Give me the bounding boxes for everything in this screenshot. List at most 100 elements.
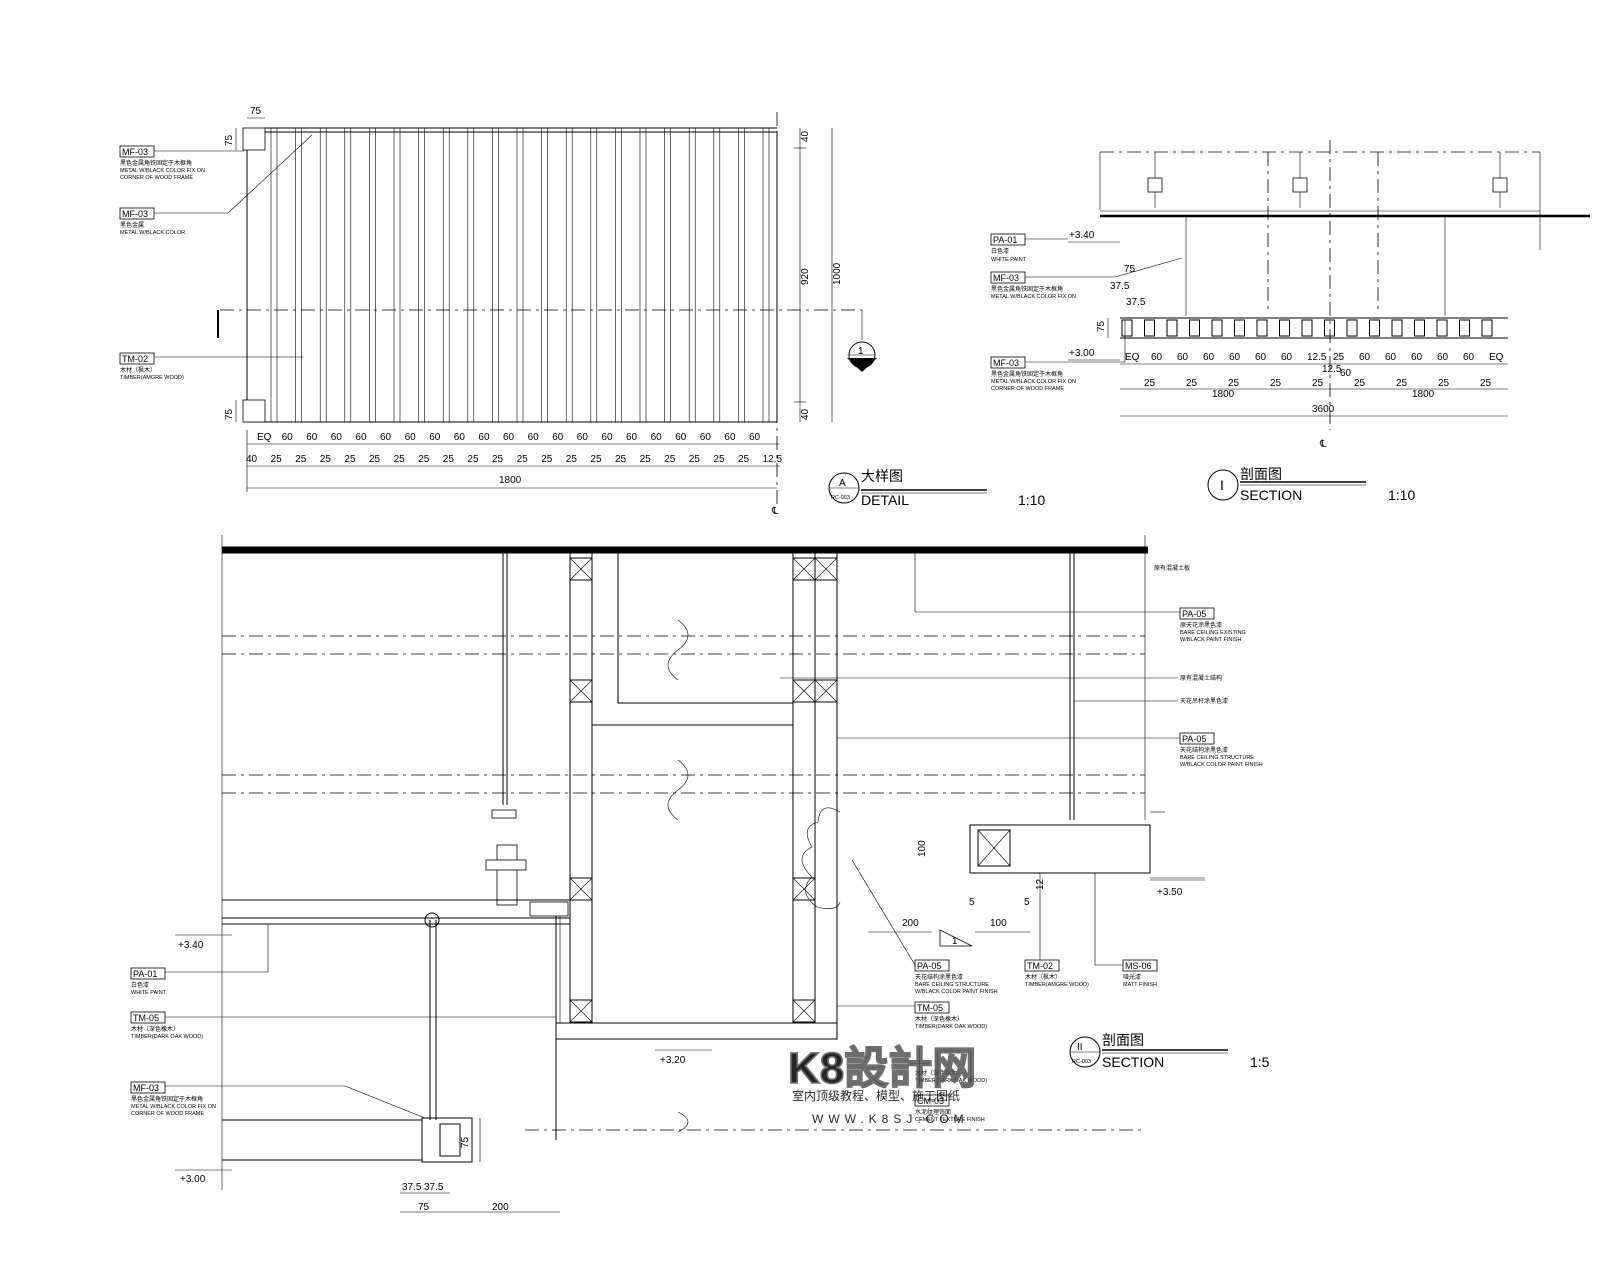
svg-text:原天花涂黑色漆: 原天花涂黑色漆 [1180,621,1222,629]
dim-value: 25 [320,454,332,465]
svg-text:黑色金属角铁固定于木框角: 黑色金属角铁固定于木框角 [991,285,1063,293]
section-2-title-en: SECTION [1102,1054,1164,1070]
section-2-scale: 1:5 [1250,1054,1270,1070]
svg-text:WHITE PAINT: WHITE PAINT [991,257,1027,263]
svg-text:TIMBER(DARK OAK WOOD): TIMBER(DARK OAK WOOD) [915,1078,987,1084]
dim-value: 25 [443,454,455,465]
dim-value: 25 [738,454,750,465]
slat-section [1414,319,1425,337]
level-300: +3.00 [1069,348,1095,359]
svg-text:W/BLACK COLOR PAINT FINISH: W/BLACK COLOR PAINT FINISH [1180,762,1263,768]
svg-text:黑色金属角铁固定于木框角: 黑色金属角铁固定于木框角 [131,1095,203,1103]
slat-section [1391,319,1403,337]
dim-value: 25 [1312,378,1324,389]
dim-value: EQ [1489,352,1504,363]
blocking [569,679,593,703]
dim-value: 25 [1354,378,1366,389]
svg-text:W/BLACK COLOR PAINT FINISH: W/BLACK COLOR PAINT FINISH [915,989,998,995]
dim-value: 25 [295,454,307,465]
detail-scale: 1:10 [1018,492,1045,508]
tag-tm05-right: TM-05 木材（深色橡木） TIMBER(DARK OAK WOOD) [837,1001,987,1030]
dim-value: EQ [257,432,272,443]
dim-value: 12.5 [1307,352,1327,363]
section-1-title: I 剖面图 SECTION 1:10 [1207,466,1415,503]
detail-title-cn: 大样图 [861,468,903,484]
dim-value: 60 [749,432,761,443]
dim-75: 75 [1124,264,1136,275]
tag-cement: CM-03 水泥纹理饰面 CEMENT TEXTURE FINISH [914,1094,985,1123]
dim-value: 60 [1177,352,1189,363]
slat-section [1369,319,1380,337]
dim-60-mid: 60 [1340,368,1352,379]
centerline-symbol: ℄ [771,506,779,517]
level-320: +3.20 [660,1055,686,1066]
dim-left-75-bot: 75 [224,408,235,420]
concrete-beam [617,552,794,704]
dim-value: 25 [1480,378,1492,389]
svg-text:木材（枫木）: 木材（枫木） [120,366,156,374]
hanger-clip [1292,177,1308,193]
dim-value: 60 [601,432,613,443]
dim-200: 200 [902,918,919,929]
dim-value: 60 [1255,352,1267,363]
note-existing-slab: 原有混凝土板 [1154,564,1190,572]
svg-text:II: II [1077,1042,1083,1053]
svg-text:TIMBER(AMGRE WOOD): TIMBER(AMGRE WOOD) [120,375,184,381]
dim-value: 25 [517,454,529,465]
svg-text:白色漆: 白色漆 [991,247,1009,255]
dim-value: 25 [590,454,602,465]
svg-text:MS-06: MS-06 [1125,961,1152,971]
dim-75-vert: 75 [460,1136,471,1148]
tag-mf03: MF-03 黑色金属角铁固定于木框角 METAL W/BLACK COLOR F… [130,1081,426,1119]
dim-200b: 200 [492,1202,509,1213]
note-existing-concrete: 原有混凝土结构 [1180,674,1222,682]
level-340: +3.40 [1069,230,1095,241]
svg-text:CM-03: CM-03 [917,1096,944,1106]
dim-value: 25 [1228,378,1240,389]
dim-value: 25 [713,454,725,465]
slat-section [1211,319,1223,337]
detail-letter: A [839,478,846,489]
dim-100-vert: 100 [917,840,928,857]
mid-post [792,552,816,1024]
svg-text:I: I [1220,477,1224,493]
tag-pa05-c: PA-05 天花结构涂黑色漆 BARE CEILING STRUCTURE W/… [851,859,998,995]
tag-tm02: TM-02 木材（枫木） TIMBER(AMGRE WOOD) [119,352,303,381]
section-1-title-en: SECTION [1240,487,1302,503]
dim-value: 60 [1203,352,1215,363]
tag-tm02: TM-02 木材（枫木） TIMBER(AMGRE WOOD) [1024,873,1089,988]
slat-section [1256,319,1268,337]
slat-section [1436,319,1448,337]
section-1-scale: 1:10 [1388,487,1415,503]
dim-value: 60 [577,432,589,443]
dim-value: 25 [1333,352,1345,363]
slat-section [1301,319,1313,337]
dim-value: 40 [246,454,258,465]
dim-right-1000: 1000 [832,262,843,285]
dim-value: 60 [1411,352,1423,363]
dim-5a: 5 [969,897,975,908]
detail-a-title: A RC-003 大样图 DETAIL 1:10 [828,468,1045,508]
slat-section [1234,319,1245,337]
dim-value: 25 [664,454,676,465]
svg-text:TM-02: TM-02 [122,354,148,364]
svg-text:BARE CEILING STRUCTURE: BARE CEILING STRUCTURE [1180,755,1254,761]
dim-value: EQ [1125,352,1140,363]
tag-mf03-mid: MF-03 黑色金属 METAL W/BLACK COLOR [119,134,313,236]
tag-mf03-top: MF-03 黑色金属角铁固定于木框角 METAL W/BLACK COLOR F… [119,145,244,181]
dim-value: 60 [1463,352,1475,363]
slat-section [1144,319,1155,337]
ceiling-hangers [1147,152,1508,208]
svg-text:木材（深色橡木）: 木材（深色橡木） [915,1015,963,1023]
svg-text:PA-05: PA-05 [1182,609,1206,619]
dim-value: 60 [724,432,736,443]
svg-text:白色漆: 白色漆 [131,981,149,989]
dim-value: 60 [528,432,540,443]
svg-text:METAL W/BLACK COLOR FIX ON: METAL W/BLACK COLOR FIX ON [991,294,1076,300]
svg-text:CEMENT TEXTURE FINISH: CEMENT TEXTURE FINISH [915,1117,985,1123]
dim-right-920: 920 [800,268,811,285]
tag-mf03-b: MF-03 黑色金属角铁固定于木框角 METAL W/BLACK COLOR F… [990,320,1126,392]
slat-section [1279,319,1290,337]
